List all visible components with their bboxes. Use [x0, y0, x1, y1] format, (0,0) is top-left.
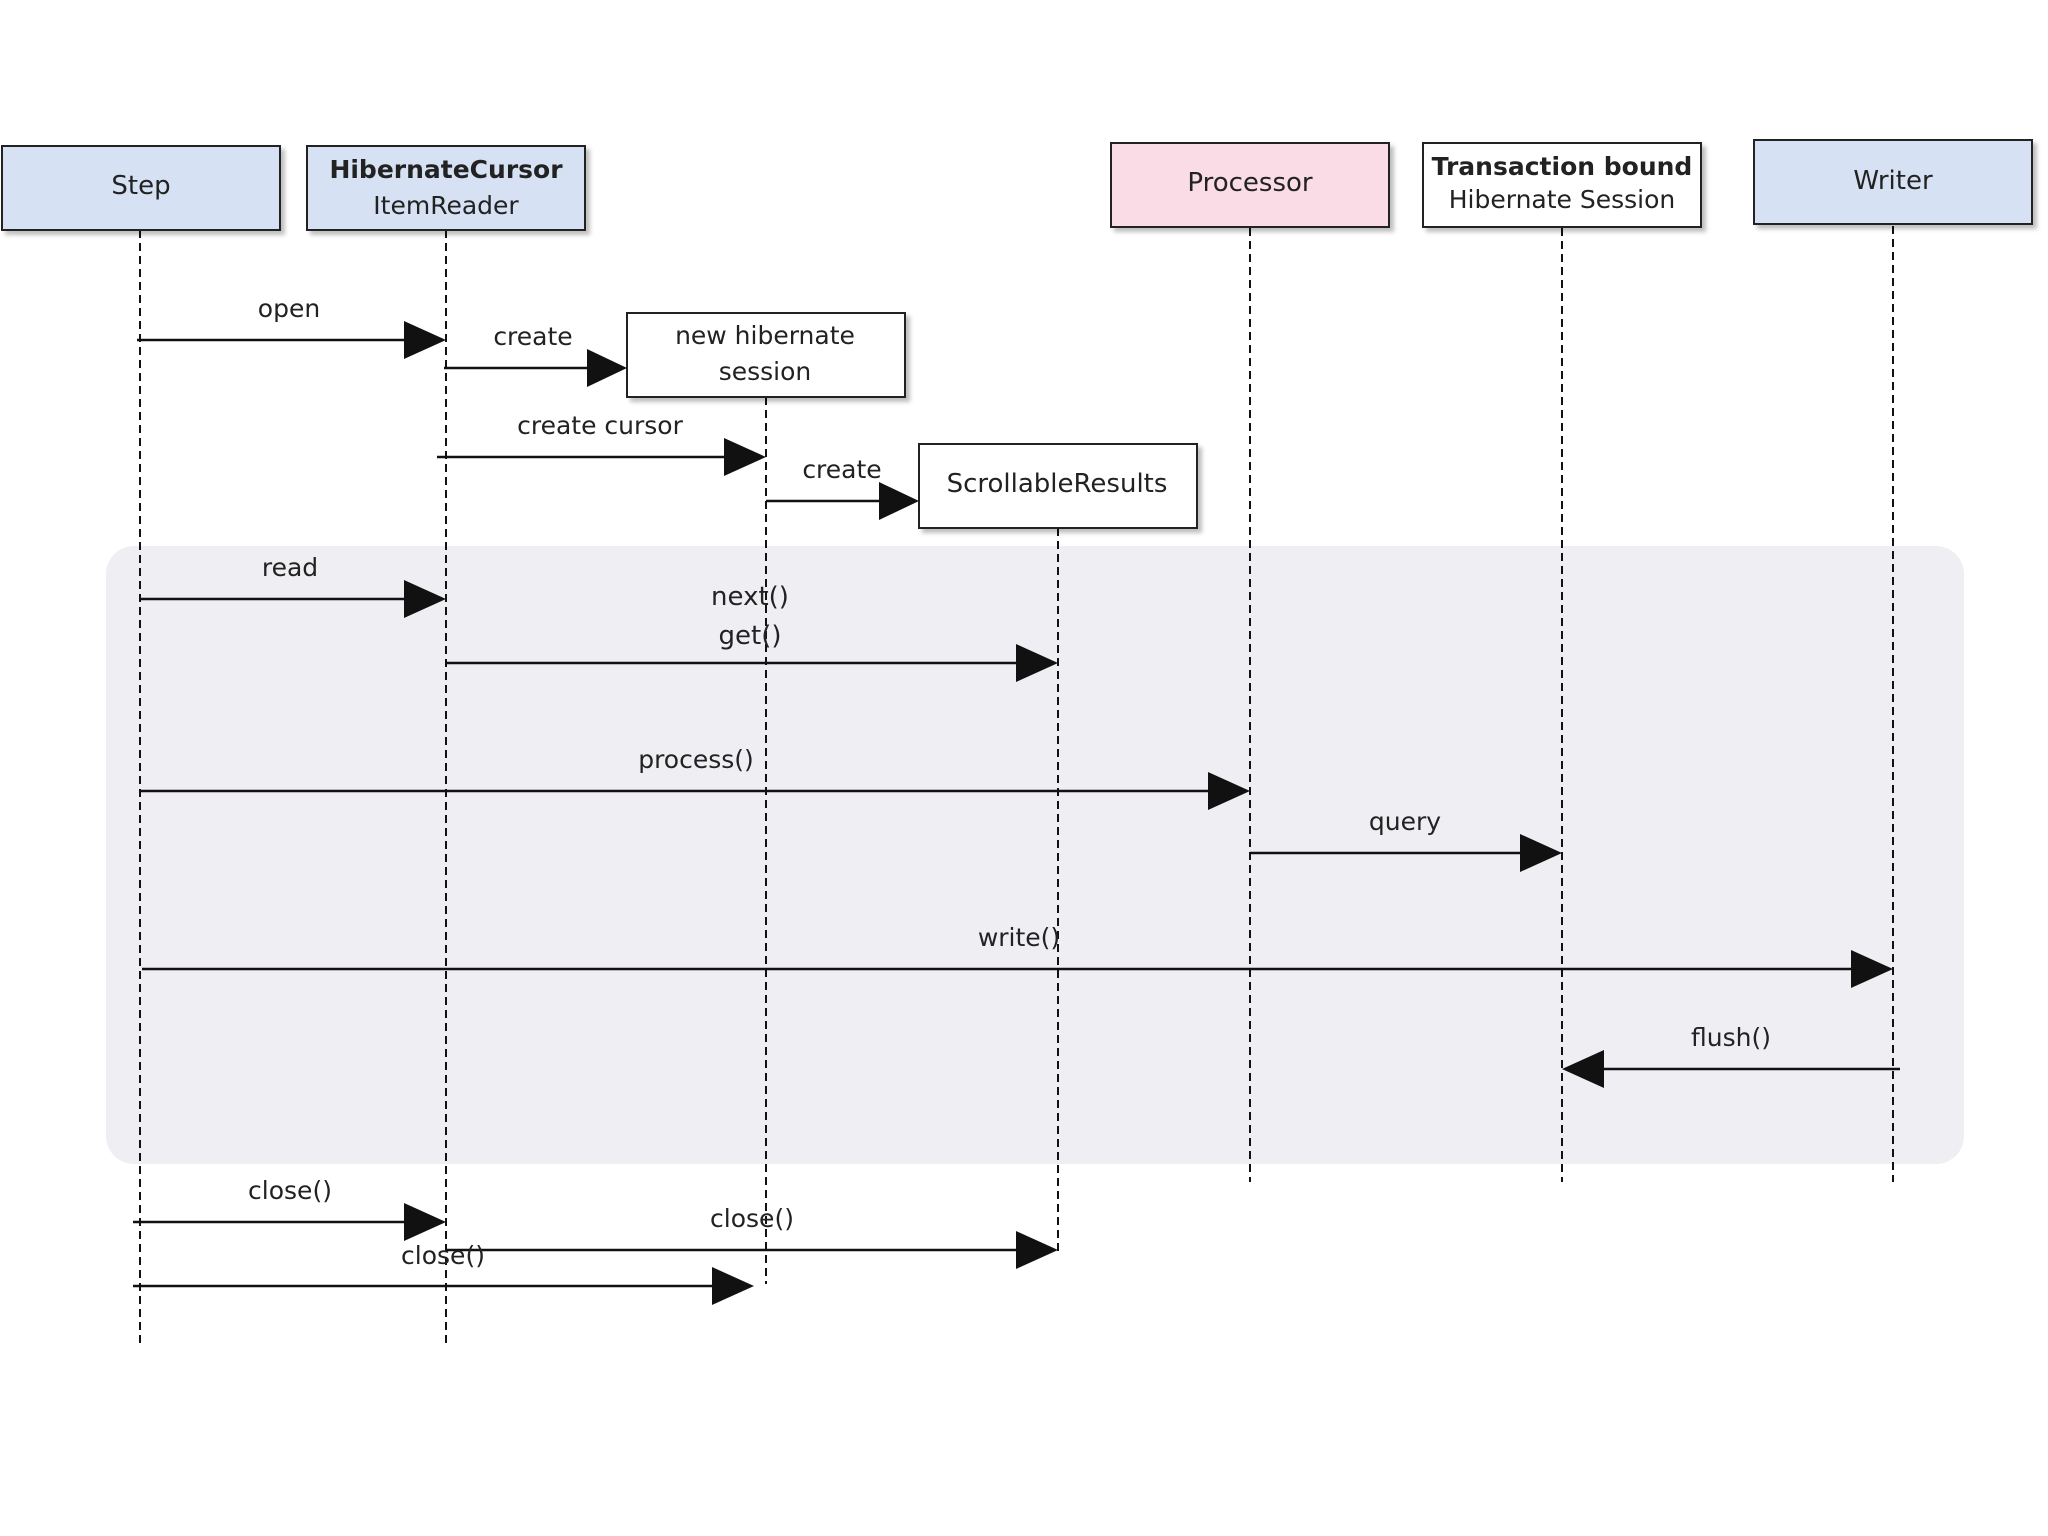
message-open-label: open [258, 294, 320, 323]
participant-step: Step [1, 145, 281, 231]
message-close-reader-label: close() [248, 1176, 332, 1205]
message-close-session: close() [133, 1241, 754, 1305]
loop-region [106, 546, 1964, 1164]
object-new-hibernate-session: new hibernate session [626, 312, 906, 398]
message-create-scroll: create [766, 455, 919, 520]
message-process: process() [140, 745, 1250, 810]
participant-reader-label-line2: ItemReader [373, 191, 519, 220]
message-write: write() [142, 923, 1893, 988]
participant-processor-label: Processor [1187, 168, 1313, 198]
participant-reader-label-line1: HibernateCursor [329, 155, 563, 184]
message-open: open [137, 294, 446, 359]
message-close-scroll: close() [446, 1204, 1058, 1269]
message-process-label: process() [638, 745, 754, 774]
participant-reader: HibernateCursor ItemReader [306, 145, 586, 231]
message-flush-label: flush() [1691, 1023, 1771, 1052]
message-next-label: next() [711, 582, 789, 612]
message-create-cursor-label: create cursor [517, 411, 683, 440]
message-close-reader: close() [133, 1176, 446, 1241]
message-close-session-label: close() [401, 1241, 485, 1270]
message-write-label: write() [978, 923, 1060, 952]
participant-txsession: Transaction bound Hibernate Session [1422, 142, 1702, 228]
participant-processor: Processor [1110, 142, 1390, 228]
message-create-scroll-label: create [802, 455, 881, 484]
message-flush: flush() [1562, 1023, 1900, 1088]
message-create-cursor: create cursor [437, 411, 766, 476]
lifelines [139, 226, 1894, 1346]
message-read: read [140, 553, 446, 618]
message-create-session-label: create [493, 322, 572, 351]
object-scroll-label: ScrollableResults [947, 469, 1168, 499]
object-session-label-line1: new hibernate [675, 321, 855, 350]
message-read-label: read [262, 553, 318, 582]
participant-writer-label: Writer [1853, 166, 1933, 196]
message-get-label: get() [719, 621, 782, 651]
object-session-label-line2: session [719, 357, 812, 386]
message-create-session: create [444, 322, 627, 387]
participant-txsession-label-line1: Transaction bound [1432, 152, 1693, 181]
message-query: query [1250, 807, 1562, 872]
message-query-label: query [1369, 807, 1441, 836]
participant-txsession-label-line2: Hibernate Session [1449, 185, 1676, 214]
participant-step-label: Step [111, 171, 170, 201]
message-close-scroll-label: close() [710, 1204, 794, 1233]
message-next-get: next() get() [446, 582, 1058, 682]
messages: open create create cursor create read [133, 294, 1900, 1305]
participant-writer: Writer [1753, 139, 2033, 225]
object-scrollable-results: ScrollableResults [918, 443, 1198, 529]
